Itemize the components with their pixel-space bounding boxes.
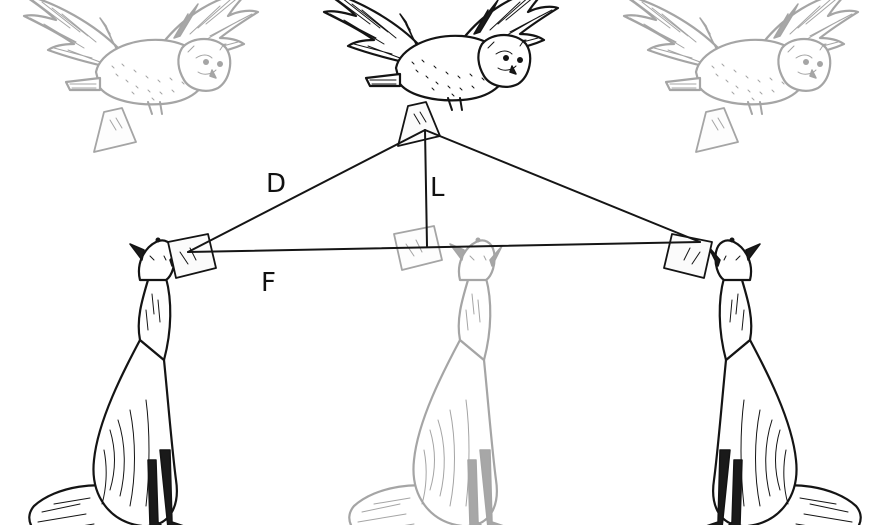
- fox-ghost-center: [348, 225, 508, 525]
- owl-ghost-left: [20, 0, 260, 153]
- line-f: [187, 241, 701, 253]
- label-l: L: [430, 173, 445, 203]
- distance-lines: [187, 129, 701, 253]
- line-d: [187, 129, 426, 253]
- fox-left: [28, 233, 217, 525]
- fox-right: [663, 233, 862, 525]
- label-d: D: [266, 169, 286, 199]
- line-owl-right: [424, 129, 701, 243]
- label-f: F: [261, 268, 276, 298]
- owl-center: [320, 0, 560, 147]
- line-l: [424, 129, 428, 247]
- owl-ghost-right: [620, 0, 860, 153]
